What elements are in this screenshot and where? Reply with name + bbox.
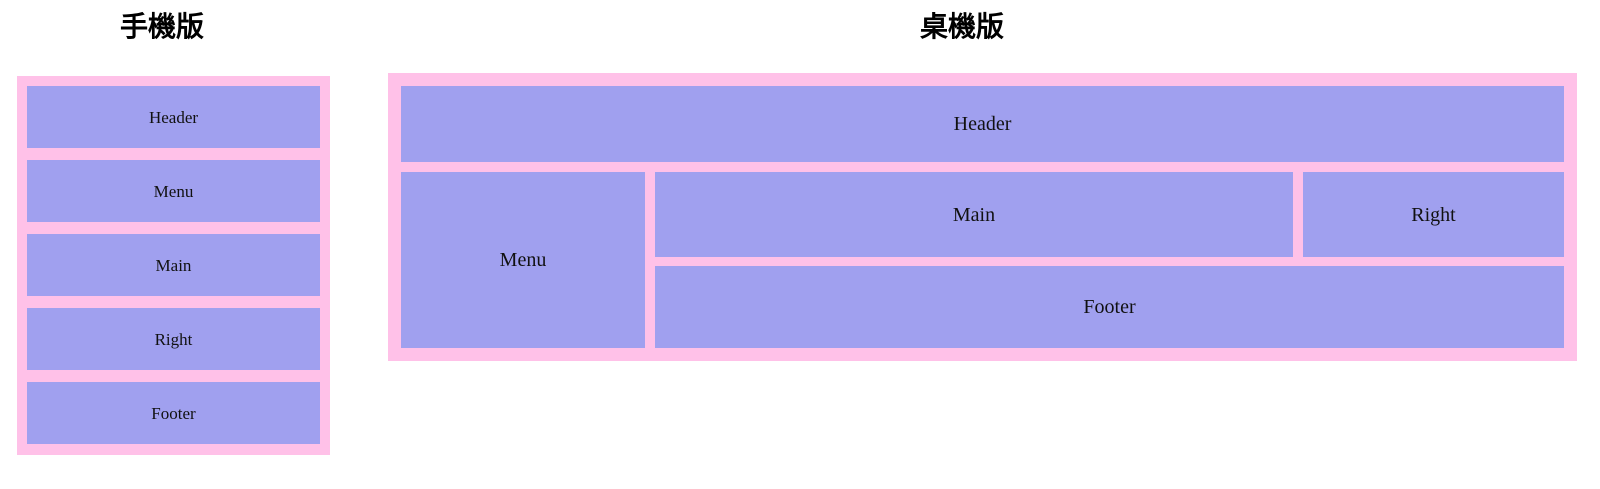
desktop-layout-container: Header Menu Main Right Footer [388,73,1577,361]
mobile-block-menu: Menu [27,160,320,222]
mobile-block-footer: Footer [27,382,320,444]
desktop-layout-title: 桌機版 [920,10,1005,43]
desktop-block-menu: Menu [401,172,645,348]
desktop-block-footer: Footer [655,266,1564,348]
mobile-layout-container: Header Menu Main Right Footer [17,76,330,455]
mobile-block-header: Header [27,86,320,148]
mobile-block-main: Main [27,234,320,296]
desktop-block-main: Main [655,172,1293,257]
mobile-block-right: Right [27,308,320,370]
mobile-layout-title: 手機版 [120,10,205,43]
desktop-block-right: Right [1303,172,1564,257]
desktop-block-header: Header [401,86,1564,162]
